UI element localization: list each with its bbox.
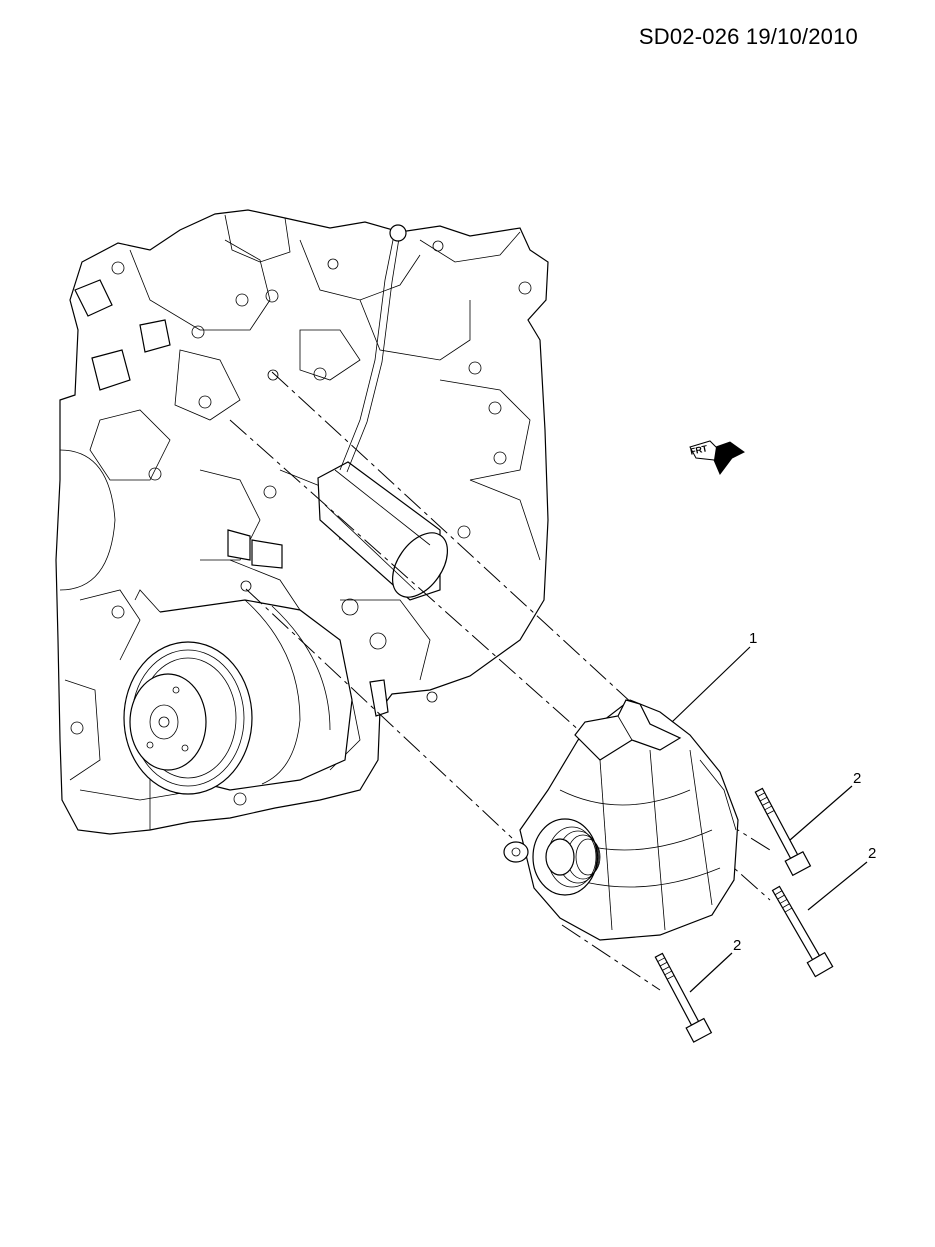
bolt-a [754,787,812,877]
callout-bolt-b: 2 [868,845,877,862]
diagram-code: SD02-026 19/10/2010 [638,24,858,49]
alternator [503,699,739,941]
bolt-b [771,885,834,978]
callout-bolt-a: 2 [853,770,862,787]
mounting-bolts [654,787,834,1043]
callout-bolt-c: 2 [733,937,742,954]
front-arrow-icon [689,440,745,475]
callout-alternator: 1 [749,630,758,647]
bolt-c [654,952,713,1043]
leader-lines [671,646,868,993]
alignment-lines [229,371,771,991]
engine-block [55,209,549,835]
